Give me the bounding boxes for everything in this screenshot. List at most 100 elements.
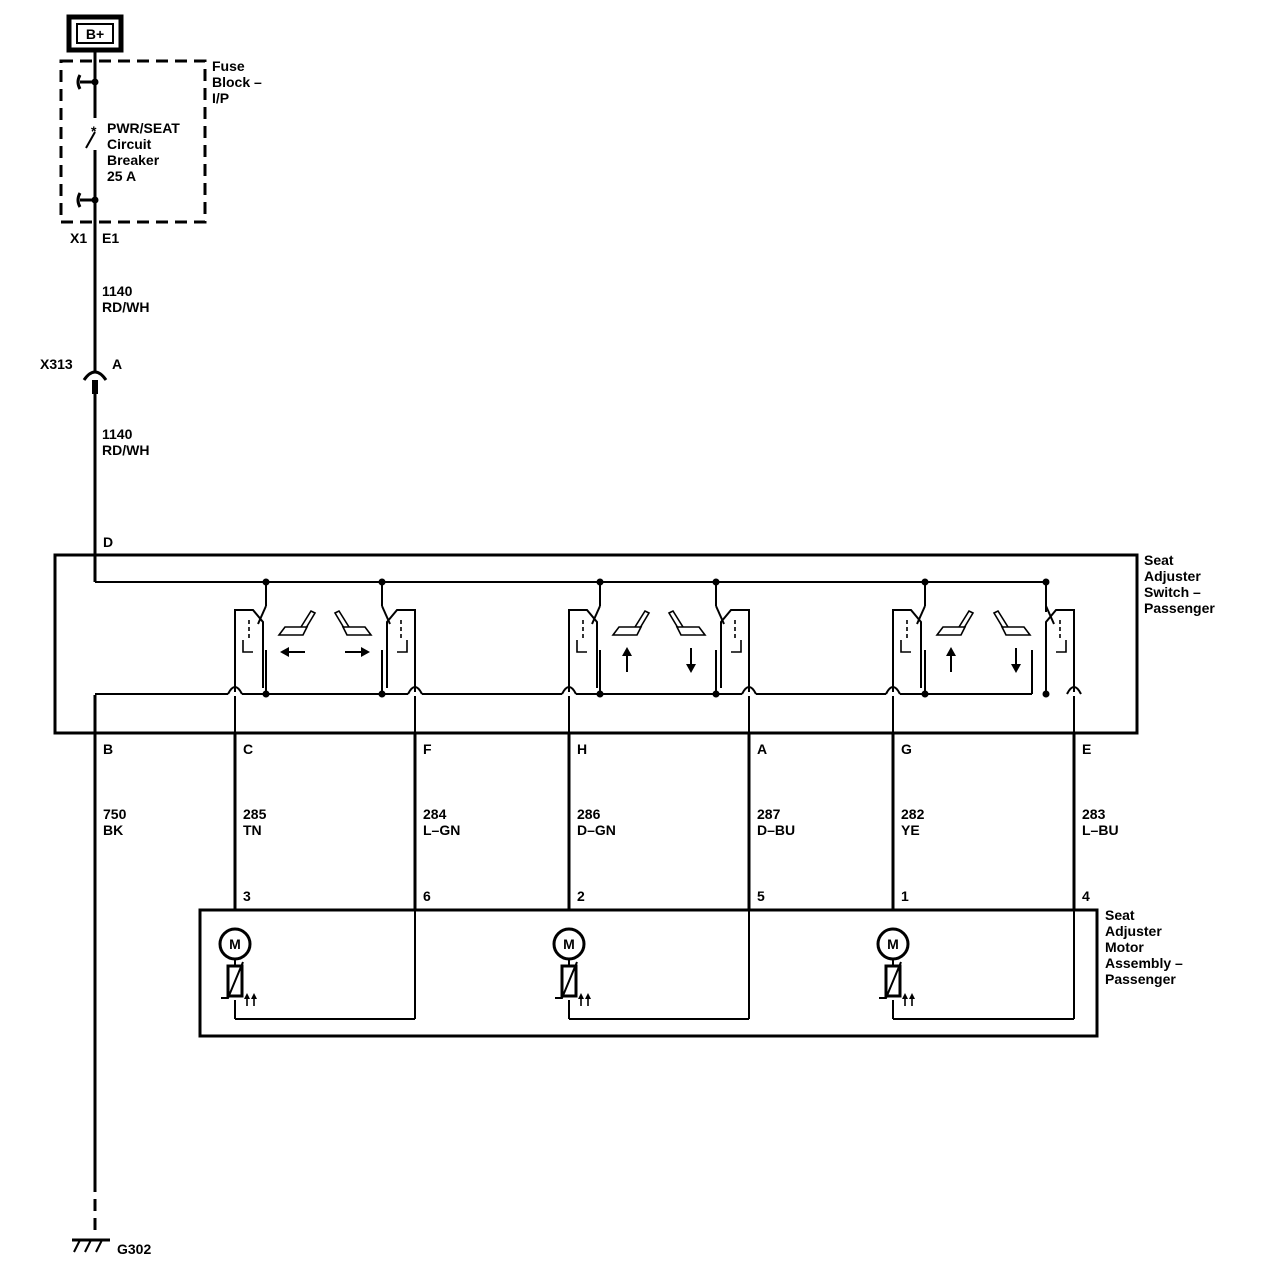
- motor-assembly-name-line-1: Seat: [1105, 907, 1135, 923]
- fuse-connector-label: X1: [70, 230, 87, 246]
- switch-group-2: [561, 578, 757, 733]
- switch-pin-label: F: [423, 741, 432, 757]
- switch-pin-label: B: [103, 741, 113, 757]
- switch-name-line-4: Passenger: [1144, 600, 1215, 616]
- switch-group-3: [885, 578, 1082, 733]
- wire-circuit-label: 287: [757, 806, 781, 822]
- wire-circuit-label: 284: [423, 806, 447, 822]
- seat-icon: [935, 609, 975, 636]
- motor-pin-label: 6: [423, 888, 431, 904]
- switch-group-1: [227, 578, 423, 733]
- switch-contact: [386, 609, 416, 688]
- arrow-down-icon: [686, 648, 696, 673]
- wire-color-label: D–BU: [757, 822, 795, 838]
- seat-icon: [611, 609, 651, 636]
- motor-pin-label: 5: [757, 888, 765, 904]
- ground-g302: G302: [72, 695, 151, 1257]
- switch-name-line-1: Seat: [1144, 552, 1174, 568]
- seat-adjuster-motor-assembly: Seat Adjuster Motor Assembly – Passenger: [198, 907, 1183, 1038]
- motor-assembly-name-line-3: Motor: [1105, 939, 1144, 955]
- motor-pin-label: 2: [577, 888, 585, 904]
- inline-connector-name: X313: [40, 356, 73, 372]
- switch-name-line-3: Switch –: [1144, 584, 1201, 600]
- wire-color-label: D–GN: [577, 822, 616, 838]
- motor-pin-label: 3: [243, 888, 251, 904]
- switch-pin-label: H: [577, 741, 587, 757]
- breaker-line-1: PWR/SEAT: [107, 120, 180, 136]
- breaker-line-2: Circuit: [107, 136, 152, 152]
- ground-label: G302: [117, 1241, 151, 1257]
- wire-circuit-label: 283: [1082, 806, 1106, 822]
- motor-3: M: [876, 910, 1075, 1020]
- wire-lower-color: RD/WH: [102, 442, 149, 458]
- arrow-left-icon: [280, 647, 305, 657]
- wire-color-label: TN: [243, 822, 262, 838]
- motor-symbol-label: M: [887, 936, 899, 952]
- switch-pin-label: A: [757, 741, 767, 757]
- arrow-right-icon: [345, 647, 370, 657]
- switch-contact: [1045, 609, 1075, 688]
- arrow-up-icon: [946, 647, 956, 672]
- breaker-line-4: 25 A: [107, 168, 136, 184]
- seat-icon: [667, 609, 707, 636]
- wire-circuit-label: 285: [243, 806, 267, 822]
- switch-name-line-2: Adjuster: [1144, 568, 1201, 584]
- seat-adjuster-switch: D Seat Adjuster Switch – Passenger: [53, 534, 1215, 735]
- switch-input-pin: D: [103, 534, 113, 550]
- position-sensor: [560, 964, 578, 998]
- arrow-up-icon: [622, 647, 632, 672]
- position-sensor: [226, 964, 244, 998]
- motor-pin-label: 1: [901, 888, 909, 904]
- motor-assembly-name-line-2: Adjuster: [1105, 923, 1162, 939]
- switch-pin-label: C: [243, 741, 253, 757]
- motor-2: M: [552, 910, 750, 1020]
- seat-icon: [992, 609, 1032, 636]
- switch-contact: [720, 609, 750, 688]
- switch-contact: [892, 609, 922, 688]
- seat-icon: [277, 609, 317, 636]
- switch-contact-groups: [227, 578, 1082, 733]
- arrow-down-icon: [1011, 648, 1021, 673]
- inline-connector-x313: X313 A: [40, 356, 122, 394]
- wire-circuit-label: 282: [901, 806, 925, 822]
- wire-color-label: L–BU: [1082, 822, 1119, 838]
- breaker-line-3: Breaker: [107, 152, 160, 168]
- fuse-block-name-line-2: Block –: [212, 74, 262, 90]
- motor-symbol-label: M: [229, 936, 241, 952]
- motor-1: M: [218, 910, 416, 1020]
- wire-color-label: YE: [901, 822, 920, 838]
- motor-symbol-label: M: [563, 936, 575, 952]
- fuse-terminal-upper: [76, 70, 99, 118]
- wire-upper-circuit: 1140: [102, 283, 133, 299]
- wire-upper-color: RD/WH: [102, 299, 149, 315]
- inline-connector-pin: A: [112, 356, 122, 372]
- switch-pin-label: E: [1082, 741, 1091, 757]
- motor-assembly-name-line-5: Passenger: [1105, 971, 1176, 987]
- switch-contact: [234, 609, 264, 688]
- power-label: B+: [86, 26, 104, 42]
- wire-circuit-label: 750: [103, 806, 127, 822]
- fuse-block: Fuse Block – I/P: [59, 58, 262, 224]
- wire-color-label: L–GN: [423, 822, 460, 838]
- fuse-block-name-line-3: I/P: [212, 90, 229, 106]
- fuse-terminal-lower: [76, 192, 99, 208]
- fuse-block-name-line-1: Fuse: [212, 58, 245, 74]
- wire-runs: B750BKC285TN3F284L–GN6H286D–GN2A287D–BU5…: [103, 733, 1119, 910]
- motor-pin-label: 4: [1082, 888, 1090, 904]
- svg-text:*: *: [91, 123, 97, 139]
- switch-contact: [568, 609, 598, 688]
- switch-pin-label: G: [901, 741, 912, 757]
- fuse-pin-label: E1: [102, 230, 119, 246]
- wire-color-label: BK: [103, 822, 123, 838]
- position-sensor: [884, 964, 902, 998]
- circuit-breaker: * PWR/SEAT Circuit Breaker 25 A: [85, 120, 180, 208]
